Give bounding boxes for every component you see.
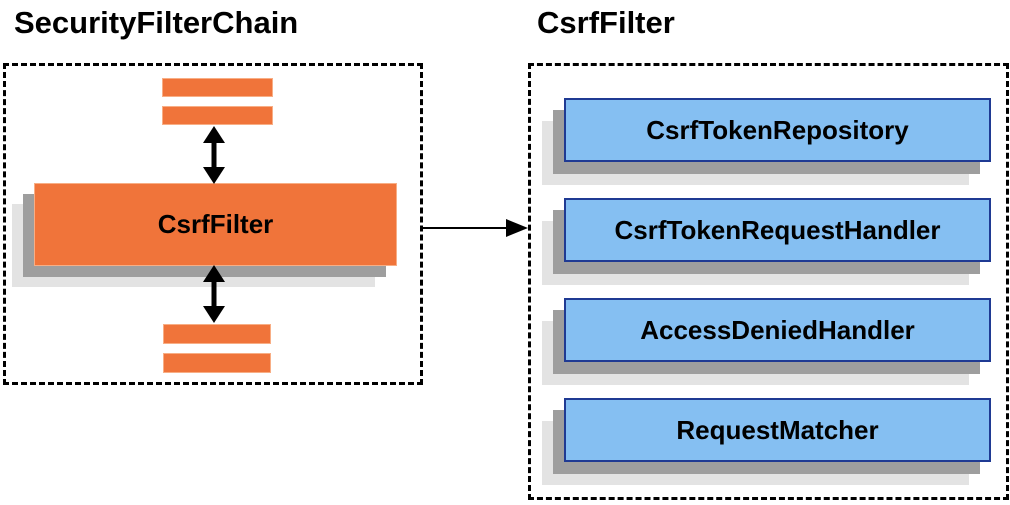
filter-placeholder-bar-bottom-1 [163, 324, 271, 344]
filter-placeholder-bar-bottom-2 [163, 353, 271, 373]
bidirectional-arrow-icon [203, 265, 225, 323]
component-request-matcher: RequestMatcher [564, 398, 991, 462]
right-arrow-icon [422, 219, 528, 237]
filter-placeholder-bar-top-2 [162, 106, 273, 125]
component-access-denied-handler: AccessDeniedHandler [564, 298, 991, 362]
csrf-filter-node: CsrfFilter [34, 183, 397, 266]
csrf-filter-node-label: CsrfFilter [157, 209, 274, 239]
csrf-filter-container: CsrfTokenRepository CsrfTokenRequestHand… [528, 63, 1009, 500]
component-csrf-token-repository: CsrfTokenRepository [564, 98, 991, 162]
bidirectional-arrow-icon [203, 126, 225, 184]
csrf-filter-title: CsrfFilter [537, 5, 675, 40]
filter-placeholder-bar-top-1 [162, 78, 273, 97]
security-filter-chain-title: SecurityFilterChain [14, 5, 299, 40]
component-csrf-token-request-handler: CsrfTokenRequestHandler [564, 198, 991, 262]
security-filter-chain-container: CsrfFilter [3, 63, 423, 385]
